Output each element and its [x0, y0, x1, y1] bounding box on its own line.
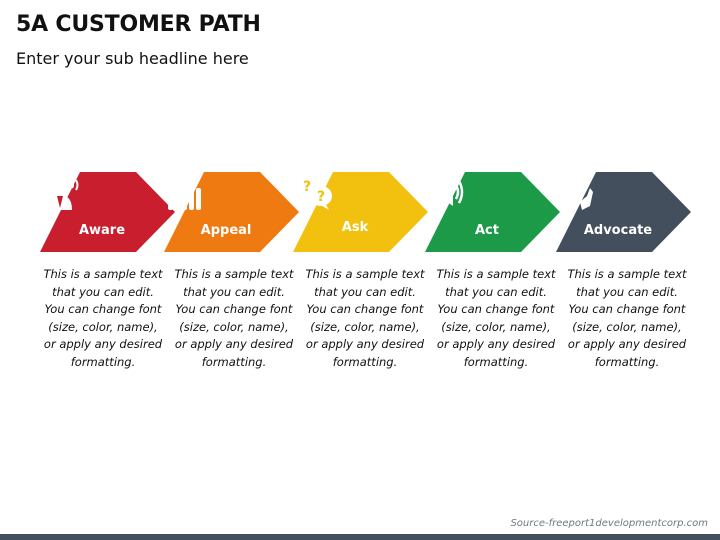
- source-credit: Source-freeport1developmentcorp.com: [510, 518, 708, 529]
- stage-ask-label: Ask: [341, 220, 369, 235]
- bottom-bar: [0, 534, 720, 540]
- stage-ask-description: This is a sample text that you can edit.…: [305, 267, 425, 369]
- stage-advocate-description: This is a sample text that you can edit.…: [567, 267, 687, 369]
- aware-person-icon: [41, 173, 79, 210]
- question-bubbles-icon: ? ?: [295, 175, 332, 210]
- page-title: 5A CUSTOMER PATH: [16, 12, 261, 37]
- megaphone-icon: [429, 178, 464, 208]
- stage-ask-shape: ? ? Ask: [293, 172, 428, 252]
- stage-aware-background: [40, 172, 175, 252]
- stage-appeal-shape: Appeal: [164, 172, 299, 252]
- stage-act-shape: Act: [425, 172, 560, 252]
- stage-aware-label: Aware: [78, 223, 126, 238]
- stage-advocate-shape: Advocate: [556, 172, 691, 252]
- stage-appeal-label: Appeal: [200, 223, 252, 238]
- stage-appeal-description: This is a sample text that you can edit.…: [174, 267, 294, 369]
- page-subtitle: Enter your sub headline here: [16, 49, 249, 68]
- stage-aware-shape: Aware: [40, 172, 175, 252]
- raised-hands-icon: [168, 174, 201, 210]
- stage-advocate-label: Advocate: [583, 223, 653, 238]
- stage-aware-description: This is a sample text that you can edit.…: [43, 267, 163, 369]
- stage-act-label: Act: [475, 223, 499, 238]
- stage-act-description: This is a sample text that you can edit.…: [436, 267, 556, 369]
- svg-text:?: ?: [317, 189, 325, 205]
- svg-text:?: ?: [303, 179, 311, 195]
- hands-stars-icon: [559, 173, 593, 210]
